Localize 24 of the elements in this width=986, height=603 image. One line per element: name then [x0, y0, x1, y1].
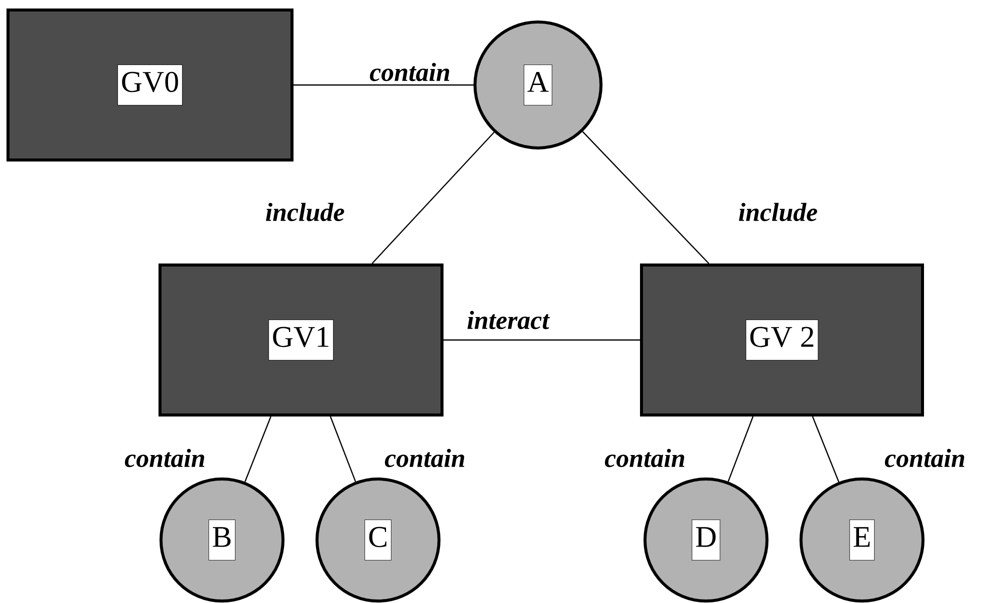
rectangle-node: GV 2 — [640, 264, 924, 416]
edge-label: include — [264, 202, 346, 222]
edge-label: contain — [604, 448, 686, 468]
connector-line — [244, 416, 272, 482]
edge-label: contain — [368, 62, 452, 82]
connector-line — [728, 416, 754, 482]
edge-label: contain — [884, 448, 966, 468]
connector-line — [444, 339, 640, 341]
circle-node: D — [644, 478, 768, 602]
edge-label: interact — [466, 310, 550, 330]
connector-line — [812, 416, 840, 482]
connector-line — [372, 132, 495, 264]
circle-node: A — [474, 20, 602, 150]
circle-node: B — [160, 478, 284, 602]
connector-line — [294, 84, 474, 86]
connector-line — [330, 416, 356, 482]
edge-label: include — [737, 202, 819, 222]
edge-label: contain — [384, 448, 466, 468]
rectangle-node: GV0 — [6, 8, 294, 162]
connector-line — [582, 131, 710, 264]
edge-label: contain — [124, 448, 206, 468]
rectangle-node: GV1 — [158, 264, 444, 416]
circle-node: C — [316, 478, 440, 602]
circle-node: E — [800, 478, 924, 602]
